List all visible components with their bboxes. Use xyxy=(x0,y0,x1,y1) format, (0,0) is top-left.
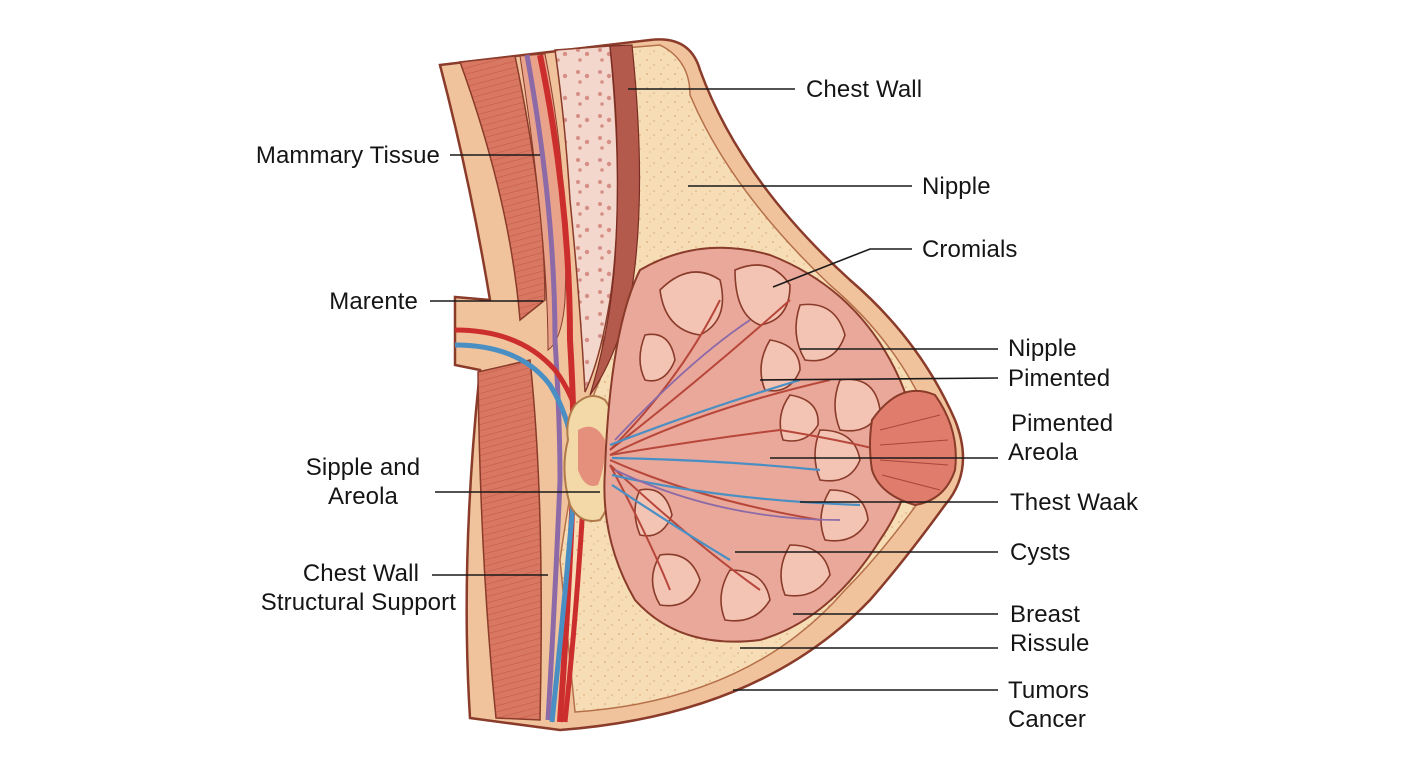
label-pimented-areola: Pimented Areola xyxy=(1008,409,1113,467)
label-cysts-text: Cysts xyxy=(1010,539,1071,566)
label-marente-text: Marente xyxy=(329,288,418,315)
leader-pimented xyxy=(759,377,999,381)
label-breast-rissule: Breast Rissule xyxy=(1010,600,1089,658)
label-tumors-cancer-line2: Cancer xyxy=(1008,706,1086,733)
glandular-lobe xyxy=(603,246,915,643)
chest-wall-muscle xyxy=(458,53,567,721)
label-nipple-text: Nipple xyxy=(1008,335,1077,362)
label-chest-wall: Chest Wall xyxy=(806,75,922,104)
label-nipple: Nipple xyxy=(1008,334,1077,363)
label-mammary-tissue: Mammary Tissue xyxy=(240,141,440,170)
label-cromials: Cromials xyxy=(922,235,1017,264)
label-breast-rissule-line2: Rissule xyxy=(1010,630,1090,657)
label-tumors-cancer-line1: Tumors xyxy=(1008,677,1090,704)
label-chest-wall-text: Chest Wall xyxy=(806,76,923,103)
label-cysts: Cysts xyxy=(1010,538,1071,567)
label-chest-wall-support: Chest Wall Structural Support xyxy=(236,559,456,617)
label-nipple-top: Nipple xyxy=(922,172,991,201)
leader-lines xyxy=(430,88,999,691)
label-mammary-tissue-text: Mammary Tissue xyxy=(255,142,440,169)
label-tumors-cancer: Tumors Cancer xyxy=(1008,676,1089,734)
lymph-node xyxy=(563,395,616,522)
label-breast-rissule-line1: Breast xyxy=(1010,601,1080,628)
label-thest-waak: Thest Waak xyxy=(1010,488,1138,517)
label-sipple-areola-line2: Areola xyxy=(328,483,398,510)
leader-cromials xyxy=(772,248,912,288)
nipple-areola xyxy=(869,390,957,507)
label-sipple-areola-line1: Sipple and xyxy=(305,454,421,481)
label-marente: Marente xyxy=(300,287,418,316)
label-chest-wall-support-line1: Chest Wall xyxy=(302,560,419,587)
label-nipple-top-text: Nipple xyxy=(922,173,991,200)
label-thest-waak-text: Thest Waak xyxy=(1010,489,1139,516)
label-pimented-text: Pimented xyxy=(1008,365,1111,392)
label-pimented: Pimented xyxy=(1008,364,1110,393)
label-cromials-text: Cromials xyxy=(922,236,1018,263)
label-pimented-areola-line1: Pimented xyxy=(1011,410,1114,437)
label-pimented-areola-line2: Areola xyxy=(1008,439,1078,466)
label-chest-wall-support-line2: Structural Support xyxy=(260,589,456,616)
label-sipple-areola: Sipple and Areola xyxy=(290,453,436,511)
